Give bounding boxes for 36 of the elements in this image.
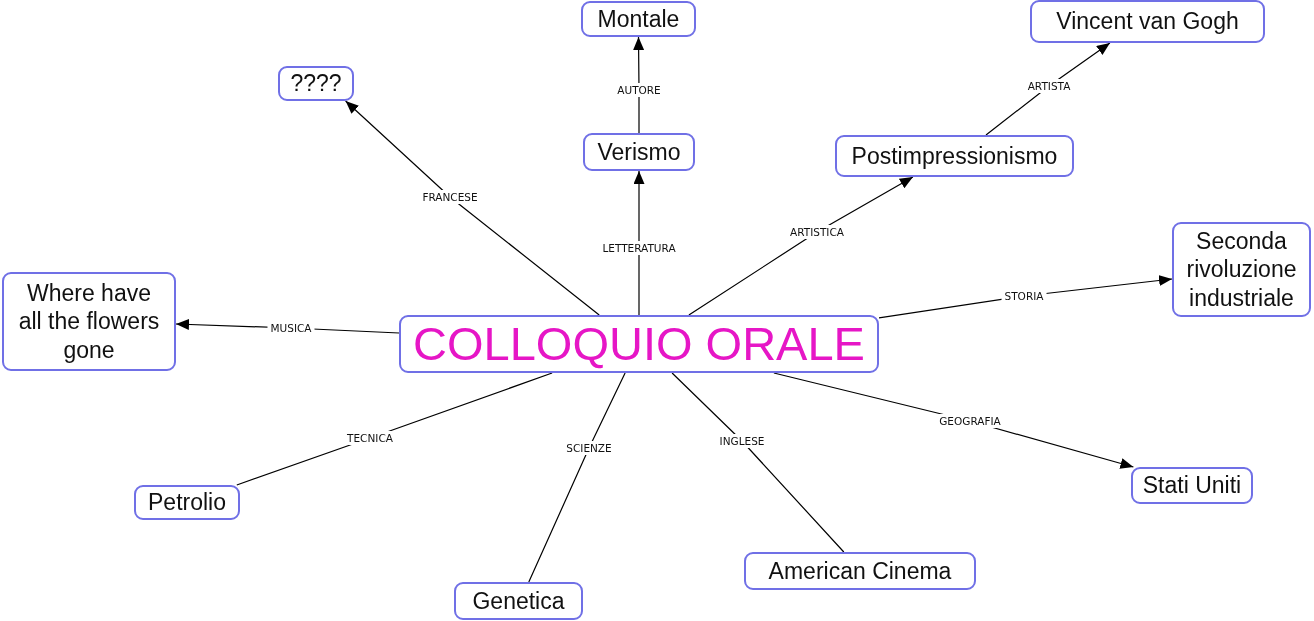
concept-box [1030,0,1265,43]
concept-box [1131,467,1253,504]
concept-text: Montale [597,4,680,33]
edge-label: ARTISTA [1024,79,1074,93]
concept-box [581,1,696,37]
connector-line [671,372,845,553]
concept-text: Genetica [472,586,565,615]
arrow [688,176,914,316]
edge-label: TECNICA [344,431,396,445]
concept-text: Petrolio [148,488,226,517]
arrow [633,170,645,316]
concept-text: American Cinema [768,556,952,585]
edge-label: STORIA [1001,289,1047,303]
connector-line [528,372,626,583]
concept-text: Where have all the flowers gone [17,279,161,364]
concept-text: Seconda rivoluzione industriale [1185,227,1298,312]
concept-box [278,66,354,101]
concept-box [1172,222,1311,317]
main-topic-box [399,315,879,373]
concept-text: Verismo [597,137,681,166]
concept-text: Postimpressionismo [851,141,1058,170]
concept-box [134,485,240,520]
edge-label: GEOGRAFIA [936,414,1004,428]
arrow [633,36,645,134]
concept-box [454,582,583,620]
edge-label: ARTISTICA [787,225,847,239]
main-topic-text: COLLOQUIO ORALE [413,318,865,370]
concept-box [2,272,176,371]
concept-box [583,133,695,171]
concept-box [835,135,1074,177]
edge-label: MUSICA [267,321,315,335]
concept-box [744,552,976,590]
concept-text: ???? [290,69,342,98]
arrow [345,100,600,316]
concept-text: Stati Uniti [1142,471,1242,500]
concept-text: Vincent van Gogh [1056,7,1239,36]
